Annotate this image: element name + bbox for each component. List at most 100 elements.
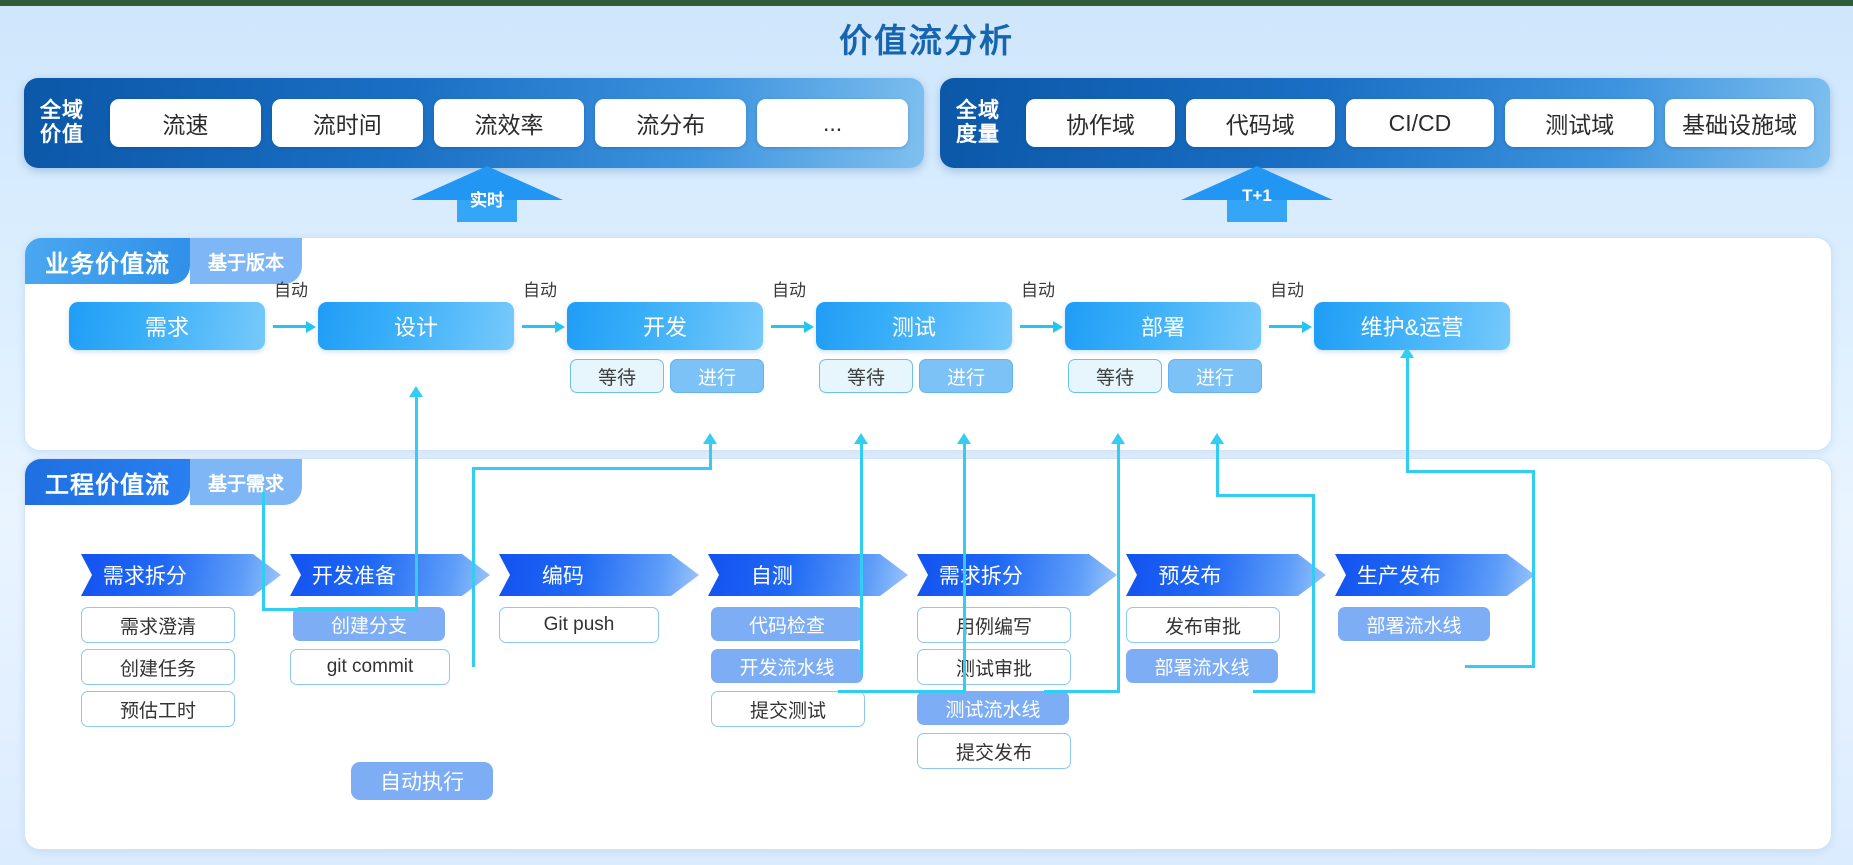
global-value-chip-more[interactable]: ... [757, 99, 908, 147]
route-releaseapproval-h [1253, 690, 1315, 693]
stage-chip-test-wait[interactable]: 等待 [819, 359, 913, 393]
global-value-chip-flow-distribution[interactable]: 流分布 [595, 99, 747, 147]
global-value-label: 全域 价值 [40, 99, 84, 146]
stage-chip-dev-wait[interactable]: 等待 [570, 359, 664, 393]
route-reqsplit-arrow [409, 386, 423, 397]
eng-stage-requirement-split[interactable]: 需求拆分 [81, 554, 281, 596]
eng-item-dev-pipeline[interactable]: 开发流水线 [711, 649, 863, 683]
arrow-tail [1227, 199, 1287, 222]
stage-chip-dev-progress[interactable]: 进行 [670, 359, 764, 393]
global-metrics-label: 全域 度量 [956, 99, 1000, 146]
realtime-up-arrow-icon: 实时 [411, 166, 563, 222]
business-stage-design[interactable]: 设计 [318, 302, 514, 350]
eng-item-git-commit[interactable]: git commit [290, 649, 450, 685]
global-metrics-chip-infrastructure[interactable]: 基础设施域 [1665, 99, 1814, 147]
business-stream-title: 业务价值流 [25, 238, 190, 284]
stage-chip-deploy-wait[interactable]: 等待 [1068, 359, 1162, 393]
eng-item-code-review[interactable]: 代码检查 [711, 607, 863, 641]
route-selftest-arrow [854, 433, 868, 444]
eng-stage-dev-prep[interactable]: 开发准备 [290, 554, 490, 596]
global-metrics-chip-test[interactable]: 测试域 [1505, 99, 1655, 147]
business-stage-development[interactable]: 开发 [567, 302, 763, 350]
business-transition-label-4: 自动 [1021, 281, 1055, 300]
global-metrics-panel: 全域 度量 协作域 代码域 CI/CD 测试域 基础设施域 [940, 78, 1830, 168]
route-prod-h [1465, 665, 1535, 668]
eng-item-deploy-pipeline[interactable]: 部署流水线 [1126, 649, 1278, 683]
business-transition-label-2: 自动 [523, 281, 557, 300]
route-testapproval-arrow [1111, 433, 1125, 444]
business-stream-subtitle: 基于版本 [190, 238, 303, 284]
business-stage-testing[interactable]: 测试 [816, 302, 1012, 350]
business-connector-5 [1269, 321, 1312, 333]
business-connector-4 [1020, 321, 1063, 333]
global-value-panel: 全域 价值 流速 流时间 流效率 流分布 ... [24, 78, 924, 168]
eng-item-release-approval[interactable]: 发布审批 [1126, 607, 1280, 643]
eng-item-test-approval[interactable]: 测试审批 [917, 649, 1071, 685]
route-releaseapproval-h2 [1216, 494, 1315, 497]
top-accent-strip [0, 0, 1853, 6]
route-submittest-v [963, 443, 966, 693]
realtime-arrow-label: 实时 [470, 191, 504, 210]
route-releaseapproval-arrow [1210, 433, 1224, 444]
global-metrics-chip-collaboration[interactable]: 协作域 [1026, 99, 1175, 147]
arrow-head [1181, 166, 1333, 200]
stage-chip-deploy-progress[interactable]: 进行 [1168, 359, 1262, 393]
business-connector-1 [273, 321, 316, 333]
eng-item-submit-test[interactable]: 提交测试 [711, 691, 865, 727]
route-prod-v1 [1532, 470, 1535, 668]
business-stage-requirement[interactable]: 需求 [69, 302, 265, 350]
t-plus-1-up-arrow-icon: T+1 [1181, 166, 1333, 222]
eng-item-case-writing[interactable]: 用例编写 [917, 607, 1071, 643]
eng-stage-coding[interactable]: 编码 [499, 554, 699, 596]
route-selftest-v [860, 443, 863, 673]
route-submittest-h [838, 690, 966, 693]
global-metrics-chip-code[interactable]: 代码域 [1185, 99, 1335, 147]
engineering-stream-header: 工程价值流 基于需求 [25, 459, 303, 505]
global-metrics-chip-row: 协作域 代码域 CI/CD 测试域 基础设施域 [1026, 99, 1814, 147]
stage-chip-test-progress[interactable]: 进行 [919, 359, 1013, 393]
eng-stage-test-split[interactable]: 需求拆分 [917, 554, 1117, 596]
eng-stage-self-test[interactable]: 自测 [708, 554, 908, 596]
route-releaseapproval-v2 [1216, 443, 1219, 497]
route-prod-arrow [1400, 347, 1414, 358]
route-reqsplit-h [262, 608, 417, 611]
arrow-tail [457, 199, 517, 222]
eng-item-deploy-pipeline-prod[interactable]: 部署流水线 [1338, 607, 1490, 641]
engineering-stream-title: 工程价值流 [25, 459, 190, 505]
auto-execute-legend: 自动执行 [351, 762, 493, 800]
eng-item-create-branch[interactable]: 创建分支 [293, 607, 445, 641]
eng-stage-production-release[interactable]: 生产发布 [1335, 554, 1535, 596]
route-reqsplit-v1 [262, 492, 265, 611]
eng-stage-pre-release[interactable]: 预发布 [1126, 554, 1326, 596]
route-testapproval-v [1117, 443, 1120, 693]
eng-item-estimate-hours[interactable]: 预估工时 [81, 691, 235, 727]
route-prod-v2 [1406, 357, 1409, 473]
eng-item-submit-release[interactable]: 提交发布 [917, 733, 1071, 769]
page-title: 价值流分析 [839, 22, 1014, 59]
business-connector-2 [522, 321, 565, 333]
business-value-stream-panel: 业务价值流 基于版本 需求 设计 开发 测试 部署 维护&运营 自动 自动 自动… [24, 237, 1832, 451]
global-value-chip-flow-velocity[interactable]: 流速 [110, 99, 261, 147]
eng-item-git-push[interactable]: Git push [499, 607, 659, 643]
eng-item-create-task[interactable]: 创建任务 [81, 649, 235, 685]
route-coding-h [472, 467, 712, 470]
global-value-chip-row: 流速 流时间 流效率 流分布 ... [110, 99, 908, 147]
route-testapproval-h [1044, 690, 1120, 693]
business-connector-3 [771, 321, 814, 333]
route-reqsplit-v2 [415, 396, 418, 610]
business-transition-label-5: 自动 [1270, 281, 1304, 300]
eng-item-test-pipeline[interactable]: 测试流水线 [917, 691, 1069, 725]
route-prod-h2 [1406, 470, 1535, 473]
eng-item-requirement-clarify[interactable]: 需求澄清 [81, 607, 235, 643]
business-transition-label-3: 自动 [772, 281, 806, 300]
global-metrics-chip-cicd[interactable]: CI/CD [1345, 99, 1495, 147]
route-coding-v2 [709, 443, 712, 470]
global-value-chip-flow-efficiency[interactable]: 流效率 [433, 99, 585, 147]
business-stage-deployment[interactable]: 部署 [1065, 302, 1261, 350]
route-submittest-arrow [957, 433, 971, 444]
engineering-value-stream-panel: 工程价值流 基于需求 需求拆分 需求澄清 创建任务 预估工时 开发准备 创建分支… [24, 458, 1832, 850]
route-releaseapproval-v1 [1312, 494, 1315, 692]
global-value-chip-flow-time[interactable]: 流时间 [271, 99, 423, 147]
route-coding-arrow [703, 433, 717, 444]
business-stage-maintenance[interactable]: 维护&运营 [1314, 302, 1510, 350]
